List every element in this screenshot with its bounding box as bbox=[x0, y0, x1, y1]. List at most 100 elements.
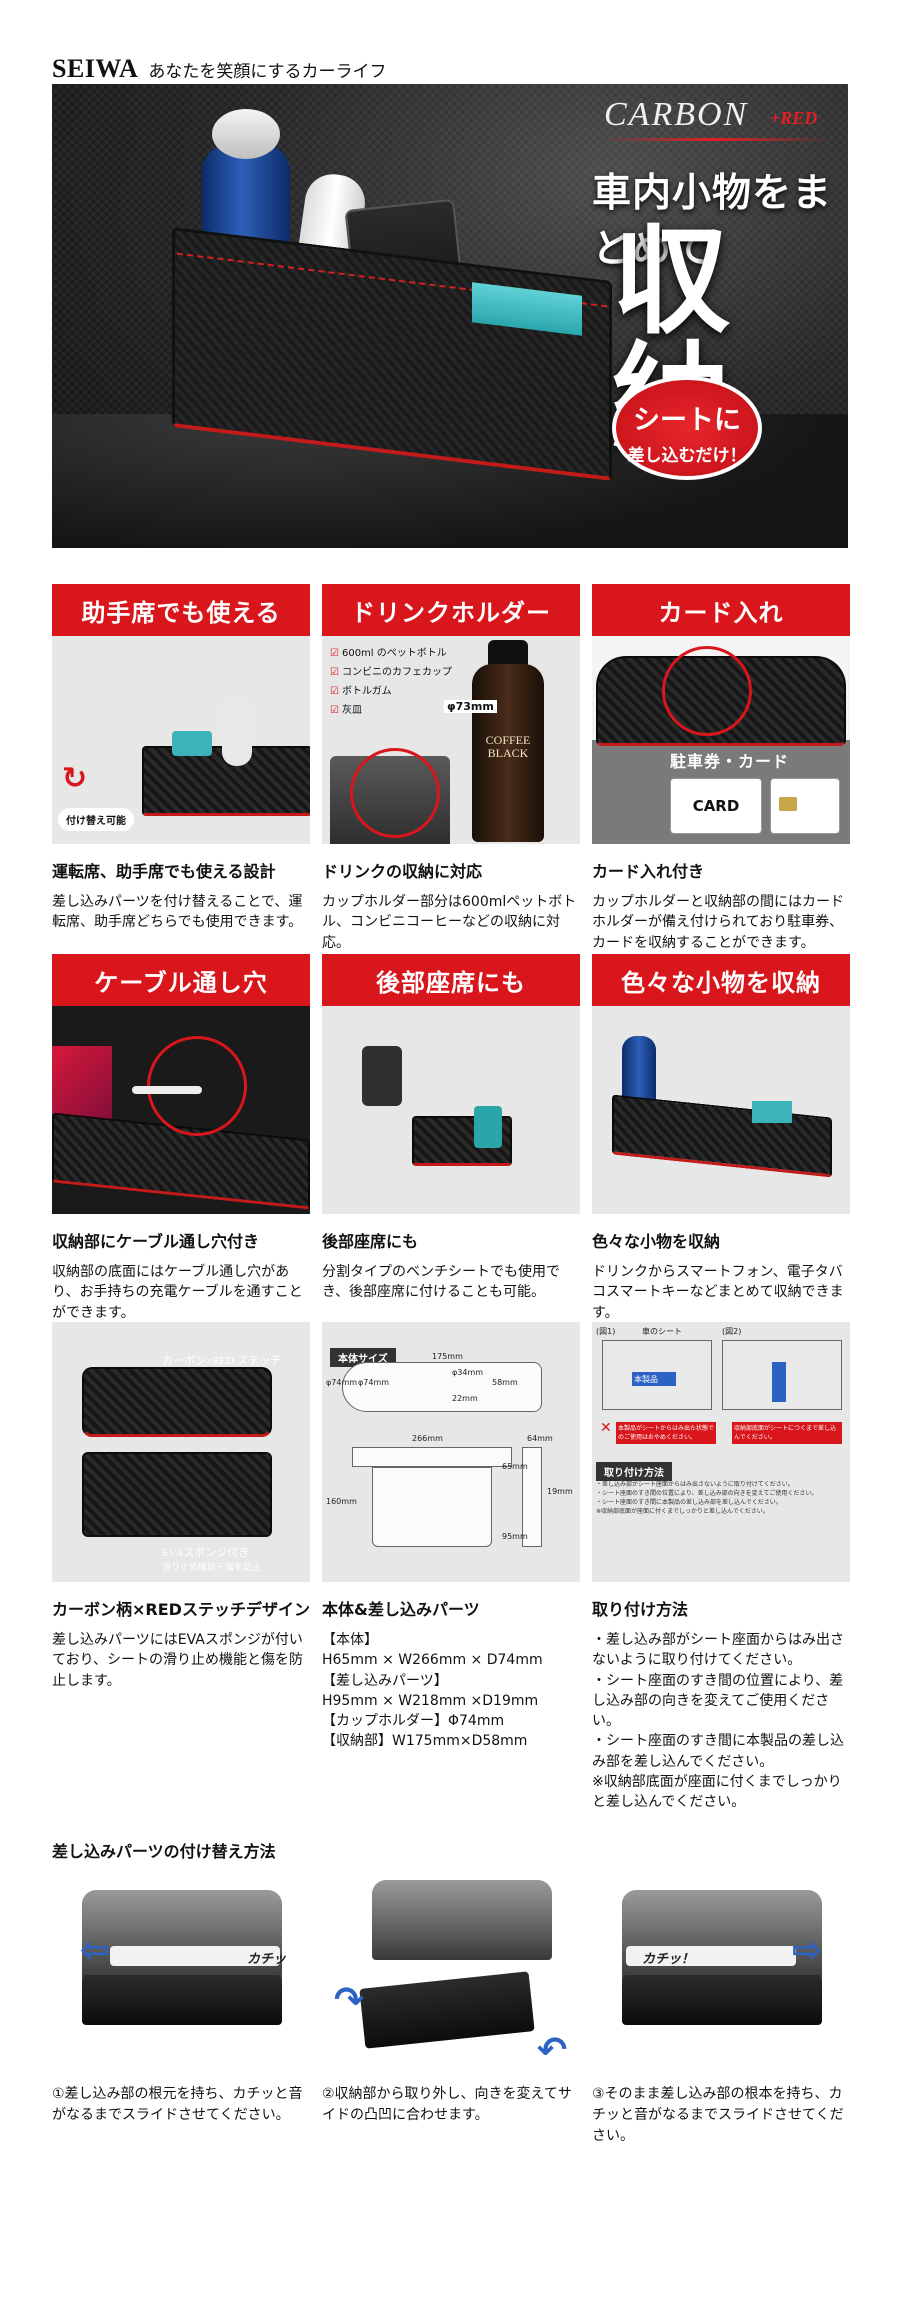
hero-banner: CARBON +RED 車内小物をまとめて 収納 シートに 差し込むだけ！ bbox=[52, 84, 848, 548]
detail-title: 本体&差し込みパーツ bbox=[322, 1600, 480, 1619]
dim-65: 65mm bbox=[502, 1462, 528, 1471]
feature-photo: ☑600ml のペットボトル ☑コンビニのカフェカップ ☑ボトルガム ☑灰皿 C… bbox=[322, 636, 580, 844]
check-icon: ☑ bbox=[330, 686, 339, 697]
step-image: ⇦ カチッ bbox=[52, 1880, 312, 2070]
product-label: 本製品 bbox=[634, 1375, 658, 1384]
rotate-arrow-icon: ↷ bbox=[334, 1980, 365, 2021]
drink-bullet-list: ☑600ml のペットボトル ☑コンビニのカフェカップ ☑ボトルガム ☑灰皿 bbox=[330, 644, 452, 720]
dim-160: 160mm bbox=[326, 1497, 357, 1506]
device-image bbox=[222, 696, 252, 766]
step-image: ↷ ↶ bbox=[322, 1880, 582, 2071]
install-line: ・シート座面のすき間に本製品の差し込み部を差し込んでください。 bbox=[592, 1733, 844, 1770]
feature-title: 収納部にケーブル通し穴付き bbox=[52, 1232, 260, 1251]
feature-card-card-holder: カード入れ 駐車券・カード CARD カード入れ付き カップホルダーと収納部の間… bbox=[592, 584, 850, 953]
logo-swoosh bbox=[600, 138, 830, 141]
howto-step-3: カチッ！ ⇨ ③そのまま差し込み部の根本を持ち、カチッと音がなるまでスライドさせ… bbox=[592, 1880, 852, 2147]
highlight-circle bbox=[350, 748, 440, 838]
mini-line: ・シート座面のすき間の位置により、差し込み部の向きを変えてご使用ください。 bbox=[596, 1490, 818, 1497]
click-sound-label: カチッ bbox=[247, 1952, 287, 1967]
install-box-title: 取り付け方法 bbox=[596, 1462, 672, 1481]
spec-line: 【差し込みパーツ】 bbox=[322, 1672, 448, 1689]
front-view-insert bbox=[372, 1467, 492, 1547]
seat-label: 車のシート bbox=[642, 1327, 682, 1336]
click-sound-label: カチッ！ bbox=[642, 1952, 695, 1967]
item-image bbox=[752, 1101, 792, 1123]
dim-175: 175mm bbox=[432, 1352, 463, 1361]
feature-card-drink: ドリンクホルダー ☑600ml のペットボトル ☑コンビニのカフェカップ ☑ボト… bbox=[322, 584, 580, 953]
rotate-arrow-icon: ↻ bbox=[62, 761, 88, 796]
bottle-label-2: BLACK bbox=[487, 746, 529, 761]
detail-photo: カーボン×RED ステッチ EVAスポンジ付き 滑り止め機能＋傷を防止 bbox=[52, 1322, 310, 1582]
warn-box-1: 本製品がシートからはみ出た状態でのご使用はおやめください。 bbox=[616, 1422, 716, 1444]
feature-card-passenger: 助手席でも使える 付け替え可能 ↻ 運転席、助手席でも使える設計 差し込みパーツ… bbox=[52, 584, 310, 933]
detail-card-dimensions: 本体サイズ 175mm φ34mm φ74mm φ74mm 58mm 22mm … bbox=[322, 1322, 580, 1752]
dim-74a: φ74mm bbox=[326, 1378, 358, 1387]
install-diagram: (図1) (図2) 車のシート 本製品 ✕ 本製品がシートからはみ出た状態でのご… bbox=[592, 1322, 850, 1582]
bullet-item: ☑コンビニのカフェカップ bbox=[330, 663, 452, 682]
install-line: ・差し込み部がシート座面からはみ出さないように取り付けてください。 bbox=[592, 1632, 844, 1669]
warn-box-2: 収納部底面がシートにつくまで差し込んでください。 bbox=[732, 1422, 842, 1444]
card-tag: 駐車券・カード bbox=[670, 752, 790, 771]
stitch-label: カーボン×RED ステッチ bbox=[162, 1355, 281, 1367]
detail-desc: 差し込みパーツにはEVAスポンジが付いており、シートの滑り止め機能と傷を防止しま… bbox=[52, 1632, 304, 1689]
feature-title: カード入れ付き bbox=[592, 862, 705, 881]
dim-22: 22mm bbox=[452, 1394, 478, 1403]
organizer-image bbox=[372, 1880, 552, 1960]
feature-title: 後部座席にも bbox=[322, 1232, 419, 1251]
spec-line: H65mm × W266mm × D74mm bbox=[322, 1652, 543, 1669]
feature-desc: カップホルダーと収納部の間にはカードホルダーが備え付けられており駐車券、カードを… bbox=[592, 894, 844, 951]
fig2-label: (図2) bbox=[722, 1327, 742, 1336]
side-view-shape bbox=[522, 1447, 542, 1547]
dim-95: 95mm bbox=[502, 1532, 528, 1541]
dim-74b: φ74mm bbox=[358, 1378, 390, 1387]
top-view-shape bbox=[342, 1362, 542, 1412]
bullet-text: 灰皿 bbox=[341, 705, 362, 716]
card-chip: CARD bbox=[670, 778, 762, 834]
organizer-top-image bbox=[82, 1367, 272, 1437]
feature-desc: 差し込みパーツを付け替えることで、運転席、助手席どちらでも使用できます。 bbox=[52, 894, 303, 931]
bullet-item: ☑ボトルガム bbox=[330, 682, 452, 701]
slot-image bbox=[110, 1946, 280, 1966]
spec-line: 【収納部】W175mm×D58mm bbox=[322, 1733, 528, 1750]
install-line: ※収納部底面が座面に付くまでしっかりと差し込んでください。 bbox=[592, 1774, 842, 1811]
feature-heading: 助手席でも使える bbox=[52, 584, 310, 636]
product-marker bbox=[632, 1372, 676, 1386]
bottle-cap-image bbox=[212, 109, 280, 159]
fig1-label: (図1) bbox=[596, 1327, 616, 1336]
detail-title: カーボン柄×REDステッチデザイン bbox=[52, 1600, 310, 1619]
feature-title: ドリンクの収納に対応 bbox=[322, 862, 483, 881]
hero-headline: 車内小物をまとめて bbox=[592, 171, 833, 272]
step-image: カチッ！ ⇨ bbox=[592, 1880, 852, 2070]
spec-line: H95mm × W218mm ×D19mm bbox=[322, 1692, 539, 1709]
dimension-diagram: 本体サイズ 175mm φ34mm φ74mm φ74mm 58mm 22mm … bbox=[322, 1322, 580, 1582]
feature-heading: ケーブル通し穴 bbox=[52, 954, 310, 1006]
bullet-item: ☑灰皿 bbox=[330, 701, 452, 720]
diameter-label: φ73mm bbox=[444, 700, 497, 713]
highlight-circle bbox=[662, 646, 752, 736]
feature-photo bbox=[592, 1006, 850, 1214]
bullet-text: コンビニのカフェカップ bbox=[341, 667, 452, 678]
top-bar: SEIWA あなたを笑顔にするカーライフ bbox=[52, 54, 387, 84]
feature-photo bbox=[52, 1006, 310, 1214]
ng-icon: ✕ bbox=[600, 1420, 612, 1436]
howto-step-2: ↷ ↶ ②収納部から取り外し、向きを変えてサイドの凸凹に合わせます。 bbox=[322, 1880, 582, 2126]
slot-image bbox=[626, 1946, 796, 1966]
feature-desc: カップホルダー部分は600mlペットボトル、コンビニコーヒーなどの収納に対応。 bbox=[322, 894, 577, 951]
feature-heading: 後部座席にも bbox=[322, 954, 580, 1006]
feature-card-cable: ケーブル通し穴 収納部にケーブル通し穴付き 収納部の底面にはケーブル通し穴があり… bbox=[52, 954, 310, 1323]
check-icon: ☑ bbox=[330, 705, 339, 716]
eva-sublabel: 滑り止め機能＋傷を防止 bbox=[162, 1562, 262, 1572]
spec-line: 【カップホルダー】Φ74mm bbox=[322, 1713, 505, 1730]
step-caption: ②収納部から取り外し、向きを変えてサイドの凸凹に合わせます。 bbox=[322, 2086, 572, 2123]
swap-pill: 付け替え可能 bbox=[58, 808, 134, 831]
step-caption: ①差し込み部の根元を持ち、カチッと音がなるまでスライドさせてください。 bbox=[52, 2086, 303, 2123]
right-arrow-icon: ⇨ bbox=[792, 1930, 823, 1971]
step-caption: ③そのまま差し込み部の根本を持ち、カチッと音がなるまでスライドさせてください。 bbox=[592, 2086, 844, 2144]
check-icon: ☑ bbox=[330, 648, 339, 659]
detail-card-carbon: カーボン×RED ステッチ EVAスポンジ付き 滑り止め機能＋傷を防止 カーボン… bbox=[52, 1322, 310, 1691]
spec-list: 【本体】 H65mm × W266mm × D74mm 【差し込みパーツ】 H9… bbox=[322, 1630, 580, 1752]
spec-line: 【本体】 bbox=[322, 1632, 378, 1648]
howto-step-1: ⇦ カチッ ①差し込み部の根元を持ち、カチッと音がなるまでスライドさせてください… bbox=[52, 1880, 312, 2126]
install-line: ・シート座面のすき間の位置により、差し込み部の向きを変えてご使用ください。 bbox=[592, 1672, 844, 1730]
organizer-image bbox=[612, 1094, 832, 1178]
